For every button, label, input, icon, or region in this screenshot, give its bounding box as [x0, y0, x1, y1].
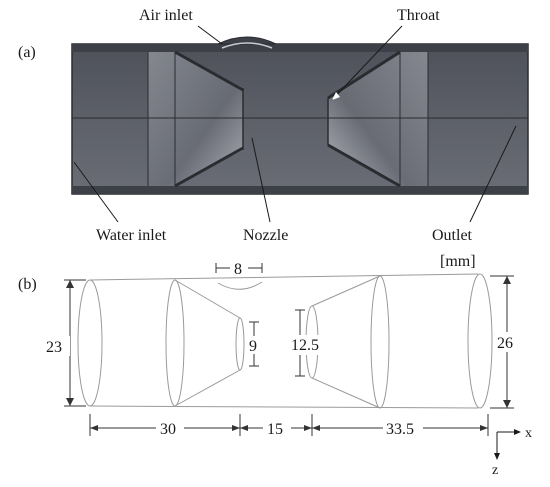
- panel-b-tag: (b): [18, 276, 37, 293]
- inlet-dia-value: 23: [46, 339, 62, 356]
- length-arrow-2: [232, 425, 240, 431]
- throat-pointer: [331, 25, 403, 101]
- gap-length-value: 15: [267, 421, 283, 438]
- nozzle-dia-value: 9: [249, 338, 257, 355]
- venturi-wireframe: [77, 273, 493, 409]
- throat-dia-mask: [290, 335, 320, 355]
- air-inlet-pointer: [197, 25, 223, 45]
- diffuser-length-value: 33.5: [386, 421, 414, 438]
- nozzle-dia-mask: [246, 336, 262, 354]
- air-inlet-dim-mask: [230, 258, 248, 276]
- outlet-dia-arrow-bottom: [503, 400, 511, 408]
- water-inlet-label: Water inlet: [96, 227, 167, 244]
- outlet-dia-mask: [494, 332, 524, 352]
- unit-label: [mm]: [440, 253, 476, 270]
- length-arrow-1: [90, 425, 98, 431]
- diffuser-length-mask: [383, 418, 423, 438]
- inlet-length-mask: [156, 418, 184, 438]
- nozzle-pointer: [251, 137, 271, 223]
- length-arrow-6: [480, 425, 488, 431]
- inlet-length-value: 30: [160, 421, 176, 438]
- air-inlet-label: Air inlet: [139, 7, 193, 24]
- venturi-3d-section: [71, 36, 529, 195]
- length-arrow-3: [240, 425, 248, 431]
- air-inlet-dim-value: 8: [234, 261, 242, 278]
- axes-indicator: [494, 429, 521, 460]
- gap-length-mask: [263, 418, 291, 438]
- inlet-dia-arrow-top: [66, 280, 74, 288]
- length-arrow-5: [312, 425, 320, 431]
- inlet-dia-mask: [44, 336, 70, 356]
- throat-dia-value: 12.5: [291, 337, 319, 354]
- throat-arrowhead: [332, 92, 340, 100]
- length-arrow-4: [304, 425, 312, 431]
- water-inlet-pointer: [73, 161, 119, 223]
- outlet-pointer: [469, 125, 517, 223]
- nozzle-label: Nozzle: [243, 227, 288, 244]
- outlet-dia-arrow-top: [503, 276, 511, 284]
- throat-label: Throat: [397, 7, 440, 24]
- z-axis-label: z: [492, 463, 498, 478]
- x-axis-label: x: [525, 426, 532, 441]
- inlet-dia-arrow-bottom: [66, 398, 74, 406]
- outlet-dia-value: 26: [497, 335, 513, 352]
- panel-a-tag: (a): [18, 44, 36, 61]
- outlet-label: Outlet: [432, 227, 473, 244]
